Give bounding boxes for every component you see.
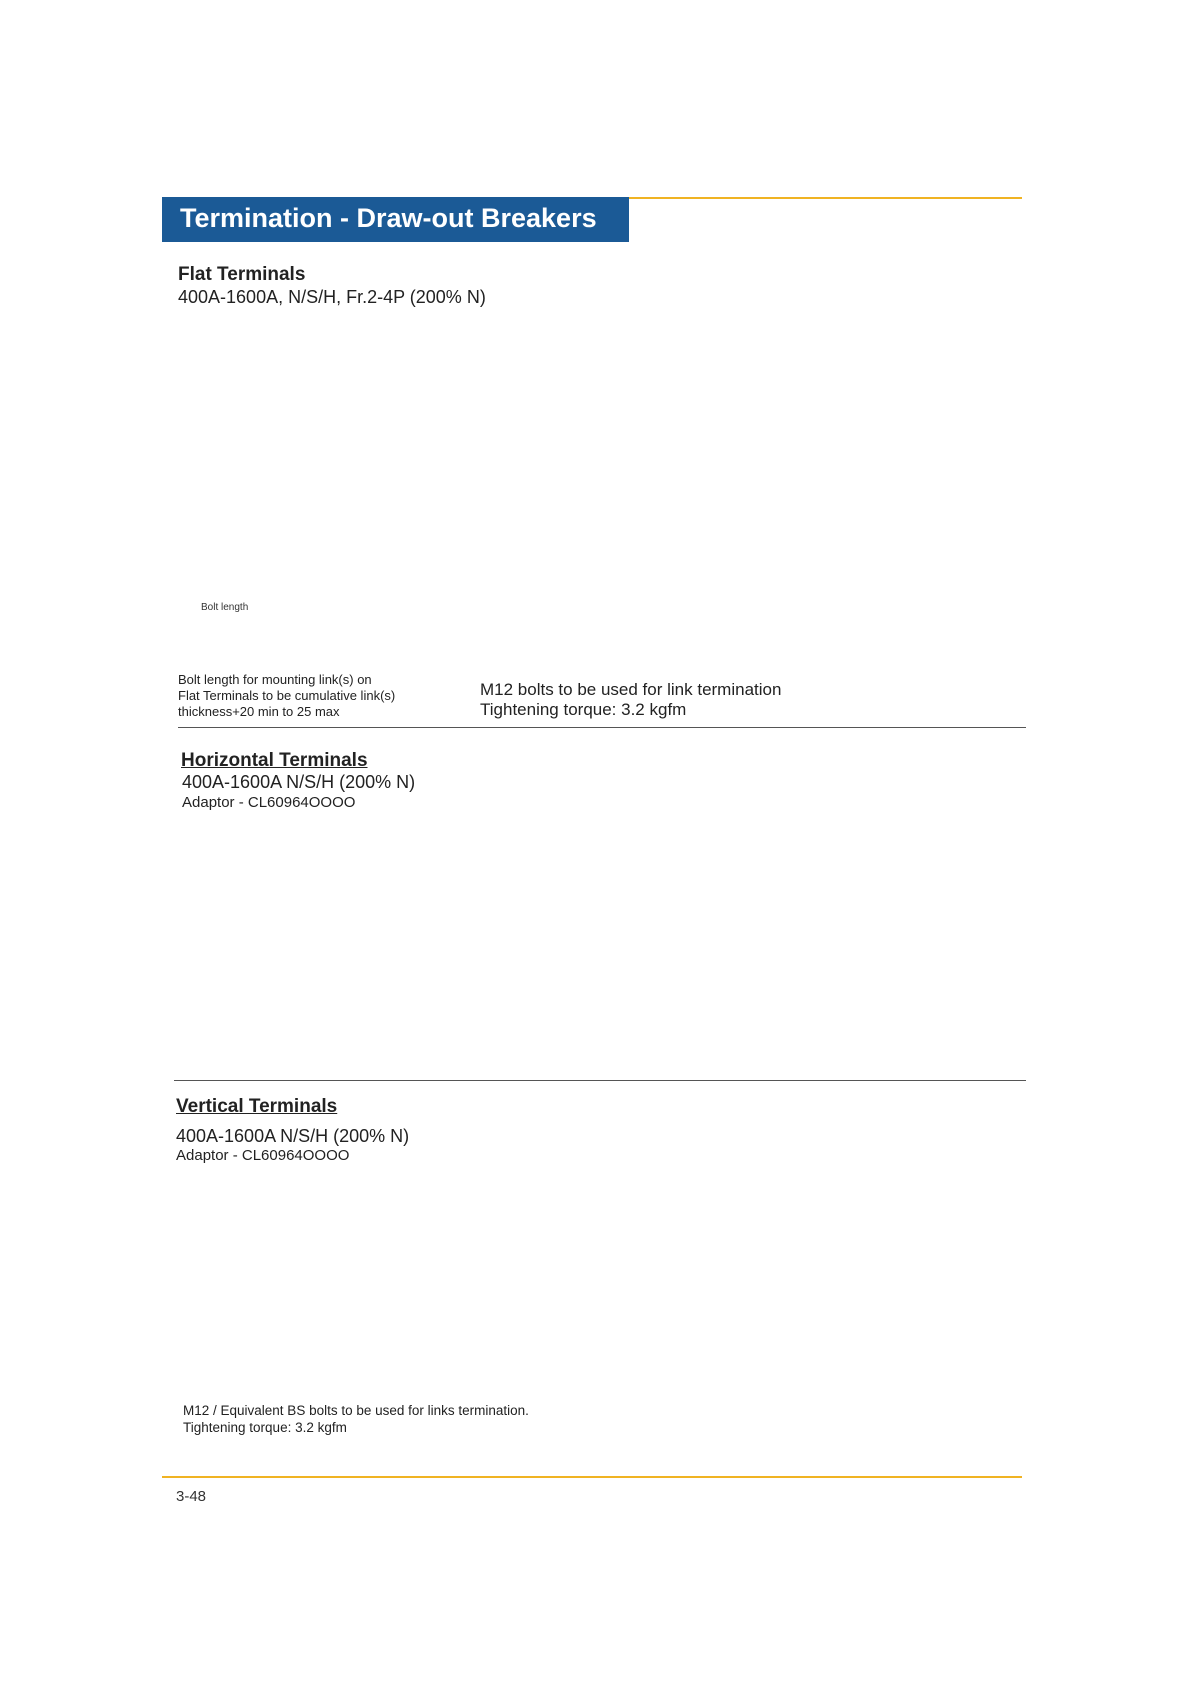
horizontal-front-dim-140: 140 bbox=[1026, 987, 1037, 1004]
vertical-dim-45: 45 bbox=[370, 1349, 384, 1363]
vertical-dim-27-a: 27 bbox=[349, 1222, 363, 1236]
flat-m12-note-line-2: Tightening torque: 3.2 kgfm bbox=[480, 700, 687, 719]
horizontal-section-title: Horizontal Terminals bbox=[181, 750, 368, 771]
vertical-dim-15: 15 bbox=[393, 1396, 407, 1410]
vertical-dim-hole: Ø 12.9 bbox=[316, 1191, 352, 1205]
vertical-front-dim-133-3-c: 133.3 bbox=[908, 1368, 933, 1379]
flat-front-dim-77-2-a: 77.2 bbox=[665, 454, 679, 478]
flat-front-dim-581: 581 bbox=[886, 650, 906, 664]
vertical-front-dim-36-v: 36 bbox=[681, 1220, 693, 1232]
flat-bolt-note-line-2: Flat Terminals to be cumulative link(s) bbox=[178, 688, 396, 703]
flat-bolt-note: Bolt length for mounting link(s) on Flat… bbox=[178, 672, 395, 720]
flat-front-dim-65: 65 bbox=[767, 303, 781, 317]
flat-dim-25-5: 25.5 bbox=[315, 568, 339, 582]
horizontal-holes-label: 3 HOLES-Ø12.9 bbox=[246, 965, 334, 979]
horizontal-dim-95-5: 95.5 bbox=[372, 823, 396, 837]
vertical-front-dim-105: 105 bbox=[1039, 1242, 1051, 1260]
horizontal-front-m12: M12 bbox=[1030, 833, 1054, 847]
vertical-dim-27-b: 27 bbox=[349, 1244, 363, 1258]
horizontal-dim-20-b: 20 bbox=[333, 881, 347, 895]
vertical-dim-95-5: 95.5 bbox=[380, 1169, 404, 1183]
horizontal-front-dim-90-5: 90.5 bbox=[978, 1042, 998, 1053]
vertical-dim-98-a: 98 bbox=[325, 1236, 339, 1250]
vertical-note-line-2: Tightening torque: 3.2 kgfm bbox=[183, 1420, 347, 1435]
page-number: 3-48 bbox=[176, 1488, 207, 1505]
flat-front-dim-140: 140 bbox=[1081, 558, 1095, 578]
header-banner bbox=[162, 197, 629, 242]
vertical-front-dim-140: 140 bbox=[1039, 1312, 1051, 1330]
vertical-front-dim-581: 581 bbox=[852, 1384, 869, 1395]
horizontal-front-dim-581: 581 bbox=[866, 1056, 883, 1067]
vertical-note-line-1: M12 / Equivalent BS bolts to be used for… bbox=[183, 1403, 529, 1418]
horizontal-front-dim-105: 105 bbox=[1026, 927, 1037, 944]
flat-front-dim-77-2-b: 77.2 bbox=[665, 522, 679, 546]
flat-front-dim-133-3-c: 133.3 bbox=[962, 626, 992, 640]
flat-m12-note-line-1: M12 bolts to be used for link terminatio… bbox=[480, 680, 782, 699]
flat-front-dim-36-b: 36 bbox=[685, 528, 699, 542]
vertical-front-dim-90-5: 90.5 bbox=[966, 1368, 986, 1379]
horizontal-front-dim-133-3-b: 133.3 bbox=[852, 1042, 877, 1053]
vertical-dim-20: 20 bbox=[386, 1191, 400, 1205]
vertical-front-dim-65: 65 bbox=[944, 1099, 958, 1113]
horizontal-adaptor: Adaptor - CL60964OOOO bbox=[182, 794, 356, 811]
flat-m12-note: M12 bolts to be used for link terminatio… bbox=[480, 680, 781, 720]
horizontal-front-dim-36: 36 bbox=[892, 778, 904, 789]
flat-section-subtitle: 400A-1600A, N/S/H, Fr.2-4P (200% N) bbox=[178, 287, 486, 307]
flat-front-dim-105: 105 bbox=[1081, 478, 1095, 498]
horizontal-front-dim-133-3-c: 133.3 bbox=[920, 1042, 945, 1053]
horizontal-front-dim-133-3-a: 133.3 bbox=[786, 1042, 811, 1053]
vertical-front-dim-20: 20 bbox=[732, 1101, 744, 1113]
vertical-section-subtitle: 400A-1600A N/S/H (200% N) bbox=[176, 1126, 410, 1146]
vertical-adaptor: Adaptor - CL60964OOOO bbox=[176, 1147, 350, 1164]
flat-front-dim-36: 36 bbox=[765, 327, 779, 341]
vertical-dim-16: 16 bbox=[428, 1395, 442, 1409]
vertical-note: M12 / Equivalent BS bolts to be used for… bbox=[183, 1402, 529, 1436]
flat-bolt-note-line-1: Bolt length for mounting link(s) on bbox=[178, 672, 372, 687]
vertical-front-dim-133-3-a: 133.3 bbox=[772, 1368, 797, 1379]
flat-dim-16: 16 bbox=[370, 617, 384, 631]
vertical-dim-98-b: 98 bbox=[325, 1314, 339, 1328]
flat-front-dim-36-a: 36 bbox=[685, 462, 699, 476]
flat-front-dim-133-3-a: 133.3 bbox=[806, 626, 836, 640]
horizontal-dim-16: 16 bbox=[420, 1041, 434, 1055]
vertical-section-title: Vertical Terminals bbox=[176, 1096, 338, 1117]
page-title: Termination - Draw-out Breakers bbox=[180, 203, 597, 233]
horizontal-section-subtitle: 400A-1600A N/S/H (200% N) bbox=[182, 772, 416, 792]
footer-accent-line bbox=[162, 1476, 1022, 1478]
horizontal-front-dim-98: 98 bbox=[756, 778, 768, 789]
vertical-front-dim-133-3-b: 133.3 bbox=[842, 1368, 867, 1379]
vertical-front-m12: M12 bbox=[1014, 1159, 1038, 1173]
vertical-front-dim-36: 36 bbox=[808, 1099, 822, 1113]
flat-front-dim-90-5: 90.5 bbox=[736, 626, 760, 640]
flat-front-dim-hole: Ø12.9 bbox=[650, 379, 683, 393]
flat-bolt-note-line-3: thickness+20 min to 25 max bbox=[178, 704, 340, 719]
horizontal-front-dim-65: 65 bbox=[676, 900, 687, 912]
horizontal-dim-15: 15 bbox=[375, 1008, 389, 1022]
section-divider-1 bbox=[178, 727, 1026, 728]
section-divider-2 bbox=[174, 1080, 1026, 1081]
horizontal-pitch-label: PITCH-27mm bbox=[246, 979, 321, 993]
horizontal-dim-45: 45 bbox=[340, 915, 354, 929]
horizontal-dim-20-a: 20 bbox=[337, 845, 351, 859]
horizontal-front-dim-36-v: 36 bbox=[696, 904, 707, 916]
flat-section-title: Flat Terminals bbox=[178, 264, 306, 285]
flat-dim-15: 15 bbox=[319, 614, 333, 628]
flat-front-dim-133-3-b: 133.3 bbox=[888, 626, 918, 640]
bolt-length-label: Bolt length bbox=[201, 602, 249, 613]
